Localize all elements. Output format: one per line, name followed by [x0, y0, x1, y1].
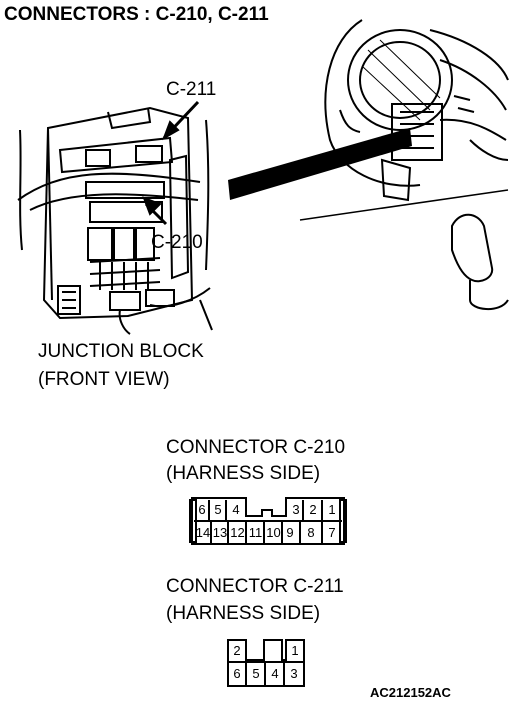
callout-c210: C-210: [151, 232, 203, 253]
c210-pin: 10: [266, 525, 281, 540]
page-title: CONNECTORS : C-210, C-211: [4, 4, 269, 25]
c211-pin: 2: [233, 643, 241, 658]
c210-pin: 1: [328, 502, 336, 517]
c211-pin: 6: [233, 666, 241, 681]
c210-pin: 5: [214, 502, 222, 517]
c211-pin: 1: [291, 643, 299, 658]
connector-c211-subtitle: (HARNESS SIDE): [166, 603, 321, 624]
connector-c210-title: CONNECTOR C-210: [166, 437, 346, 458]
c210-pin: 2: [309, 502, 317, 517]
c210-pin: 9: [286, 525, 294, 540]
projection-beam: [228, 128, 412, 200]
junction-block-label: JUNCTION BLOCK: [38, 341, 204, 362]
callout-c211: C-211: [166, 79, 217, 100]
c210-pin: 7: [328, 525, 336, 540]
figure-id: AC212152AC: [370, 685, 451, 700]
c210-pin: 12: [230, 525, 245, 540]
connector-c210-subtitle: (HARNESS SIDE): [166, 463, 321, 484]
c210-pin: 4: [232, 502, 240, 517]
connector-c210-outline: [189, 497, 347, 545]
c210-pin: 11: [248, 525, 263, 540]
c210-pin: 3: [292, 502, 300, 517]
c211-arrow-head: [162, 120, 180, 141]
c211-pin: 5: [252, 666, 260, 681]
connector-c211-title: CONNECTOR C-211: [166, 576, 344, 597]
dashboard-drawing: [299, 19, 509, 310]
c210-pin: 6: [198, 502, 206, 517]
c210-pin: 13: [212, 525, 228, 540]
c210-arrow-head: [142, 196, 162, 216]
junction-block-view-label: (FRONT VIEW): [38, 369, 170, 390]
junction-block-drawing: [17, 106, 213, 335]
c211-pin: 4: [271, 666, 279, 681]
c211-pin: 3: [290, 666, 298, 681]
connector-c211-outline: [227, 639, 305, 687]
c210-pin: 8: [307, 525, 315, 540]
c210-pin: 14: [195, 525, 211, 540]
